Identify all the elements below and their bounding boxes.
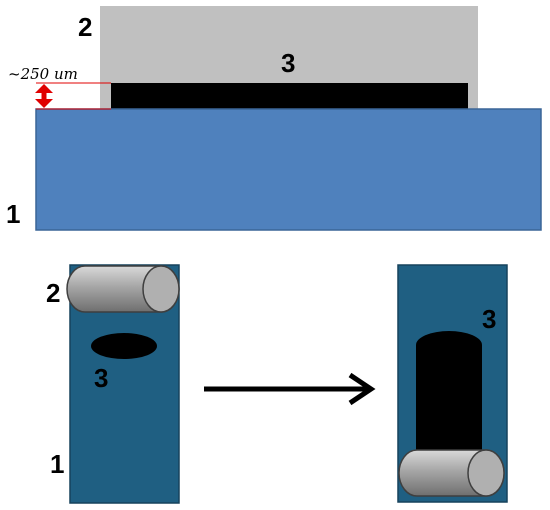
label-right-sample: 3 [482,304,496,334]
process-arrow-icon [204,372,376,406]
thickness-double-arrow [35,84,53,108]
left-roller [66,265,180,313]
sample-layer [111,83,468,110]
label-left-sample: 3 [94,363,108,393]
left-sample-droplet [91,333,157,359]
substrate-block [35,108,542,231]
label-top-substrate: 1 [6,199,20,229]
thickness-label: ~250 um [8,65,78,83]
right-roller [398,449,505,497]
label-top-cover: 2 [78,12,92,42]
label-left-substrate: 1 [50,449,64,479]
label-top-layer: 3 [281,48,295,78]
right-sample-spread [416,331,482,462]
label-left-roller: 2 [46,278,60,308]
